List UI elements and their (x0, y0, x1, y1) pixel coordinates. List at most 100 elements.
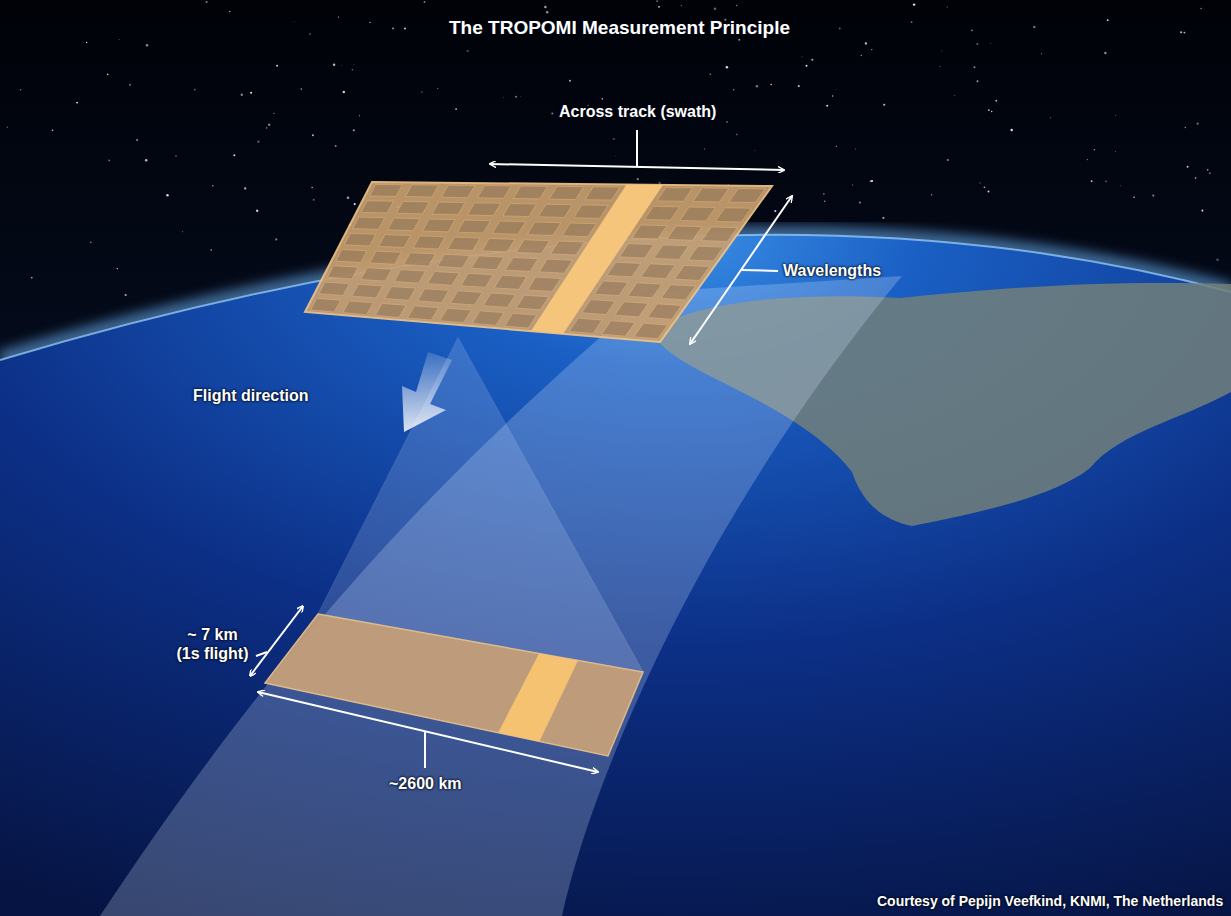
star (266, 127, 267, 128)
detector-pixel (370, 184, 403, 196)
detector-pixel (385, 287, 416, 301)
detector-pixel (327, 266, 358, 279)
detector-pixel (375, 303, 406, 317)
star (256, 210, 258, 212)
detector-pixel (729, 189, 765, 203)
detector-pixel (661, 285, 695, 300)
star (811, 59, 813, 61)
detector-pixel (311, 298, 341, 312)
detector-pixel (494, 275, 527, 289)
star (136, 139, 138, 141)
star (241, 93, 243, 95)
star (836, 146, 837, 147)
detector-pixel (408, 306, 439, 320)
star (311, 187, 312, 188)
star (977, 80, 979, 82)
detector-pixel (675, 265, 710, 280)
star (1115, 151, 1117, 153)
detector-pixel (527, 222, 561, 236)
star (941, 50, 942, 51)
star (736, 134, 738, 136)
star (229, 11, 230, 12)
detector-pixel (432, 202, 465, 215)
star (973, 66, 975, 68)
star (710, 74, 712, 76)
star (861, 55, 862, 56)
detector-pixel (539, 259, 572, 273)
detector-pixel (397, 201, 430, 214)
detector-pixel (447, 237, 480, 250)
detector-pixel (551, 241, 585, 255)
star (421, 91, 422, 92)
detector-pixel (472, 311, 504, 326)
star (947, 159, 949, 161)
detector-pixel (607, 262, 641, 277)
dimension-label: Across track (swath) (559, 102, 716, 121)
star (1209, 172, 1211, 174)
star (338, 17, 339, 18)
along-track-arrow (250, 606, 303, 676)
star (211, 249, 212, 250)
star (194, 89, 195, 90)
star (1104, 52, 1107, 55)
detector-pixel (641, 264, 676, 279)
detector-pixel (569, 318, 602, 333)
star (1187, 166, 1189, 168)
star (333, 64, 335, 66)
detector-pixel (353, 217, 385, 230)
detector-pixel (574, 205, 609, 219)
star (1216, 259, 1218, 261)
star (1183, 32, 1185, 34)
star (656, 0, 658, 2)
star (244, 187, 246, 189)
star (802, 56, 803, 57)
detector-pixel (619, 244, 654, 258)
star (52, 129, 54, 131)
star (212, 185, 214, 187)
star (839, 27, 841, 29)
star (770, 84, 772, 86)
detector-pixel (336, 250, 367, 263)
detector-pixel (667, 226, 702, 240)
footprint-strip (265, 614, 643, 756)
star (1195, 177, 1197, 179)
detector-pixel (693, 188, 729, 202)
star (1105, 180, 1107, 182)
star (146, 44, 149, 47)
star (1107, 19, 1109, 21)
star (108, 160, 110, 162)
star (736, 5, 737, 6)
detector-pixel (516, 240, 549, 254)
star (354, 203, 356, 205)
star (637, 178, 639, 180)
star (1050, 117, 1051, 118)
star (502, 97, 504, 99)
star (1091, 180, 1093, 182)
star (726, 66, 728, 68)
detector-pixel (594, 281, 628, 296)
detector-pixel (406, 185, 439, 197)
detector-pixel (428, 272, 460, 286)
ground-footprint (265, 614, 643, 756)
star (658, 6, 660, 8)
star (823, 193, 824, 194)
detector-grid (305, 182, 772, 342)
star (882, 217, 884, 219)
star (1133, 196, 1134, 197)
detector-pixel (516, 295, 549, 310)
star (754, 149, 756, 151)
star (437, 88, 438, 89)
star (824, 200, 826, 202)
detector-pixel (644, 206, 679, 220)
star (991, 111, 993, 113)
detector-pixel (352, 284, 383, 298)
detector-pixel (549, 186, 584, 199)
star (6, 126, 8, 128)
detector-pixel (483, 293, 515, 307)
detector-pixel (505, 313, 537, 328)
star (703, 148, 705, 150)
star (947, 6, 948, 7)
detector-pixel (440, 308, 472, 322)
star (1180, 31, 1182, 33)
